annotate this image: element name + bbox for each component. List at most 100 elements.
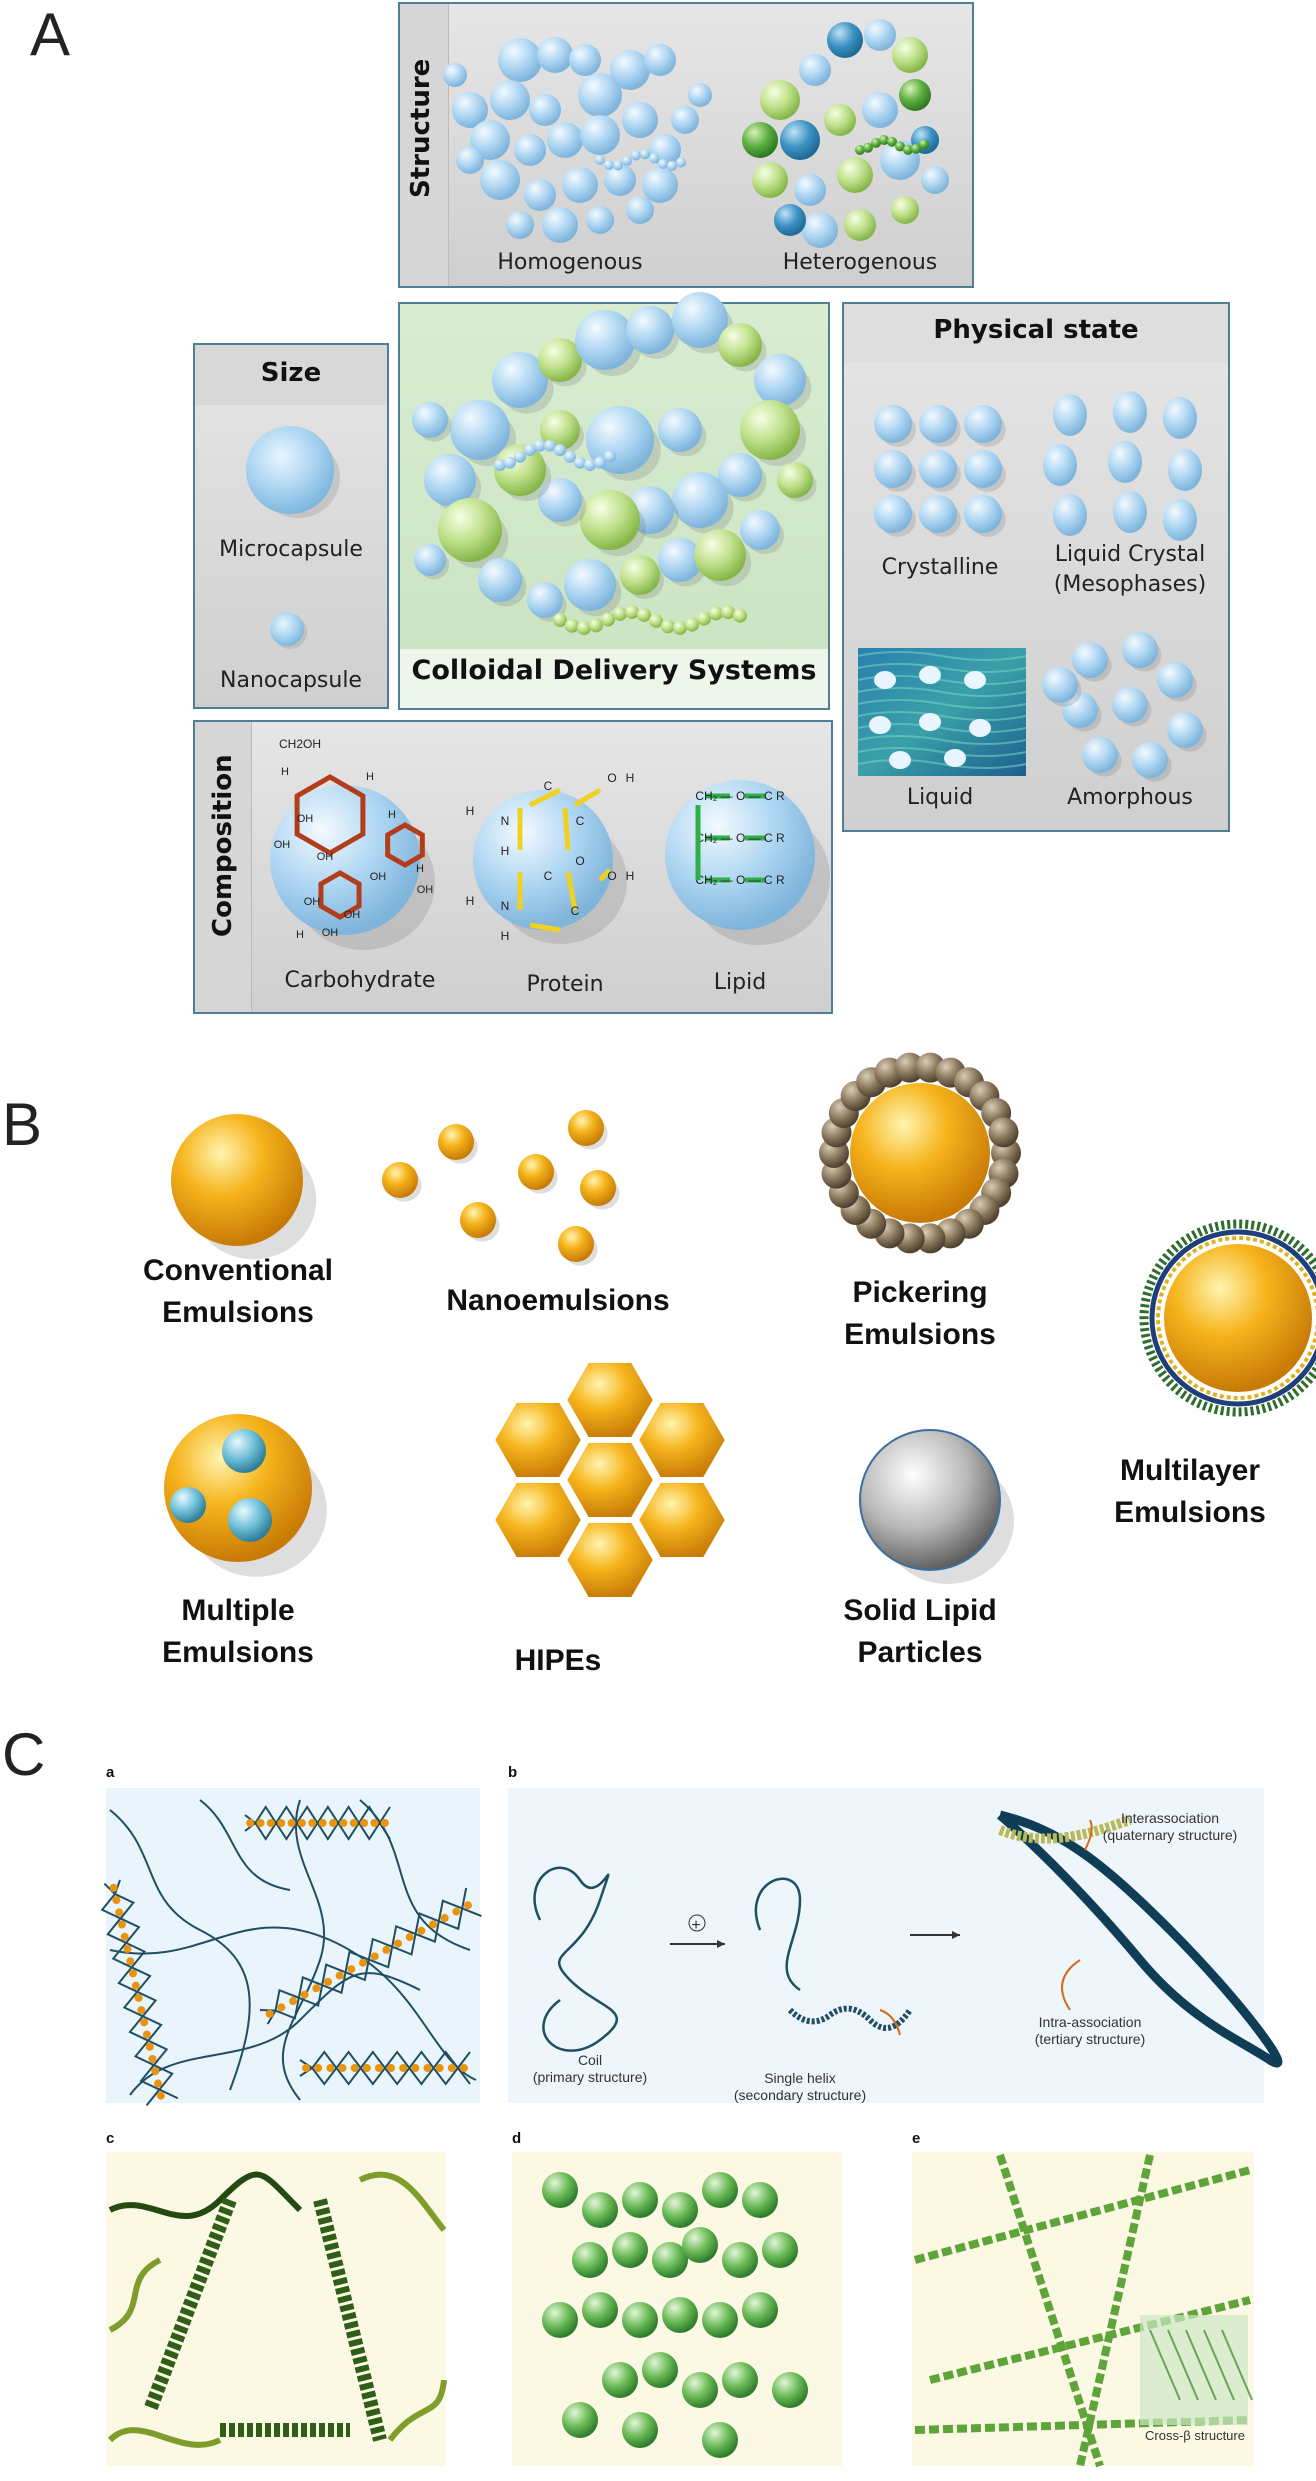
homogenous-bubble: [604, 164, 636, 196]
inter-arrow: [1084, 1819, 1093, 1851]
cation-bead: [277, 1819, 286, 1827]
carbohydrate-atom: H: [281, 766, 289, 778]
cation-bead: [335, 1971, 344, 1980]
liquid-crystal-particle: [1053, 494, 1087, 536]
amyloid-fibril: [996, 2153, 1104, 2468]
protein-atom: H: [501, 929, 510, 943]
single-helix: [787, 2005, 913, 2031]
heterogenous-bubble: [864, 19, 896, 51]
carbohydrate-atom: OH: [344, 909, 361, 921]
cation-bead: [359, 1958, 368, 1967]
homogenous-bubble: [569, 44, 601, 76]
colloidal-bubble: [649, 613, 663, 628]
polymer-chain: [109, 1809, 251, 2091]
crystalline-particle: [919, 450, 957, 488]
carbohydrate-ring: [318, 870, 362, 920]
beta-strand: [1221, 2329, 1253, 2401]
liquid-crystal-particle: [1108, 441, 1142, 483]
liquid-wave: [857, 663, 1027, 673]
multilayer-emulsions-line2: Emulsions: [1114, 1496, 1266, 1529]
cation-bead: [142, 2030, 151, 2039]
helix-sublabel: (secondary structure): [733, 2087, 867, 2103]
heterogenous-bubble: [752, 162, 788, 198]
heterogenous-bubble: [827, 22, 863, 58]
homogenous-bubble: [456, 146, 484, 174]
carbohydrate-atom: OH: [274, 839, 291, 851]
protein-aggregate-bead: [652, 2242, 688, 2278]
heterogenous-bubble: [760, 80, 800, 120]
carbohydrate-atom: H: [416, 863, 424, 875]
colloidal-bubble: [658, 538, 702, 582]
amorphous-label: Amorphous: [1067, 785, 1193, 810]
homogenous-bubble: [595, 155, 605, 165]
cation-bead: [126, 1957, 135, 1966]
liquid-crystal-particle: [1113, 391, 1147, 433]
plus-symbol: +: [691, 1917, 701, 1934]
helix-arrow: [879, 2009, 901, 2036]
colloidal-bubble: [694, 529, 746, 581]
multiple-emulsions-line2: Emulsions: [162, 1636, 314, 1669]
panel-b-letter: B: [2, 1091, 43, 1158]
multiple-emulsion-inner: [228, 1498, 272, 1542]
colloidal-bubble: [661, 619, 675, 634]
homogenous-bubble: [480, 160, 520, 200]
cation-bead: [440, 1913, 449, 1922]
protein-aggregate-bead: [762, 2232, 798, 2268]
liquid-crystal-particle: [1163, 397, 1197, 439]
colloidal-bubble: [424, 454, 476, 506]
protein-bond: [528, 787, 562, 808]
protein-aggregate-bead: [662, 2192, 698, 2228]
colloidal-bubble: [685, 617, 699, 632]
cation-bead: [266, 1819, 275, 1827]
colloidal-bubble: [718, 323, 762, 367]
heterogenous-bubble: [855, 145, 865, 155]
liquid-particle: [919, 713, 941, 731]
crystalline-particle: [964, 450, 1002, 488]
amorphous-particle: [1112, 687, 1148, 723]
protein-bond: [529, 922, 561, 933]
amorphous-particle: [1072, 642, 1108, 678]
gel-chain: [387, 2379, 447, 2442]
protein-atom: N: [501, 814, 510, 828]
heterogenous-bubble: [837, 157, 873, 193]
amorphous-particle: [1042, 667, 1078, 703]
cation-bead: [374, 2064, 383, 2072]
amorphous-particle: [1082, 737, 1118, 773]
liquid-wave: [857, 747, 1027, 757]
helix-chain: [754, 1877, 802, 1992]
cation-bead: [459, 2064, 468, 2072]
colloidal-bubble: [575, 310, 635, 370]
homogenous-bubble: [610, 50, 650, 90]
homogenous-bubble: [622, 155, 632, 166]
subpanel-b-bg: [508, 1788, 1264, 2103]
interassociation-label: Interassociation: [1120, 1810, 1220, 1826]
homogenous-bubble: [529, 94, 561, 126]
carbohydrate-label: Carbohydrate: [284, 968, 436, 993]
plus-circle: [688, 1914, 706, 1932]
liquid-crystal-particle: [1043, 444, 1077, 486]
cation-bead: [302, 2064, 311, 2072]
protein-aggregate-bead: [682, 2227, 718, 2263]
protein-atom: C: [544, 869, 553, 883]
liquid-particle: [964, 671, 986, 689]
polymer-chain: [129, 1972, 421, 2096]
subpanel-e-label: e: [912, 2130, 921, 2147]
colloidal-bubble: [637, 607, 651, 622]
colloidal-bubble: [534, 439, 546, 452]
liquid-wave: [857, 699, 1027, 709]
heterogenous-bubble: [799, 54, 831, 86]
liquid-particle: [889, 751, 911, 769]
colloidal-bubble: [586, 406, 654, 474]
nanoemulsions-label: Nanoemulsions: [446, 1284, 670, 1317]
nanoemulsion-droplet: [580, 1170, 616, 1206]
protein-bond: [562, 807, 571, 851]
protein-aggregate-bead: [542, 2172, 578, 2208]
liquid-particle: [944, 749, 966, 767]
lipid-label: Lipid: [713, 970, 767, 995]
colloidal-bubble: [733, 608, 747, 623]
junction-zone: [244, 1805, 391, 1825]
protein-aggregate-bead: [572, 2242, 608, 2278]
protein-aggregate-bead: [722, 2362, 758, 2398]
liquid-particle: [969, 719, 991, 737]
amorphous-particle: [1157, 662, 1193, 698]
